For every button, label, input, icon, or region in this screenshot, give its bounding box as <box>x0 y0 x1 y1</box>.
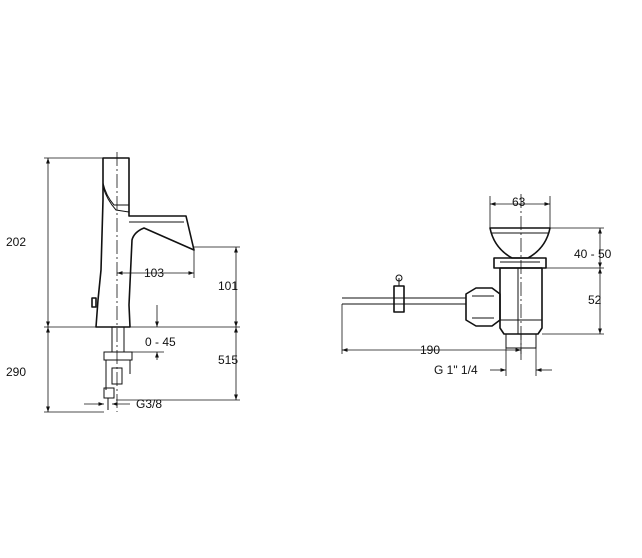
dim-body-height: 52 <box>588 293 602 307</box>
waste-side-nut <box>465 287 501 327</box>
dim-head-diameter: 63 <box>512 195 526 209</box>
waste-rod-clip <box>393 285 405 313</box>
dim-rod-length: 190 <box>420 343 440 357</box>
waste-collar <box>493 257 547 269</box>
waste-drawing: 63 40 - 50 52 190 G 1" 1/4 <box>341 194 612 377</box>
faucet-drawing: 202 290 103 101 515 0 - 45 G3/8 <box>6 152 240 413</box>
dim-pull-length: 515 <box>218 353 238 367</box>
dim-spout-height: 101 <box>218 279 238 293</box>
faucet-hose-fittings <box>103 360 131 410</box>
dim-under-height: 290 <box>6 365 26 379</box>
dim-faucet-thread: G3/8 <box>136 397 162 411</box>
faucet-pull-knob <box>91 297 97 308</box>
dim-total-height: 202 <box>6 235 26 249</box>
dim-waste-thread: G 1" 1/4 <box>434 363 478 377</box>
faucet-lever-seam <box>102 182 130 213</box>
dim-adjust-range: 40 - 50 <box>574 247 612 261</box>
faucet-body <box>95 157 195 328</box>
waste-body <box>499 267 543 335</box>
dim-rod-range: 0 - 45 <box>145 335 176 349</box>
faucet-shank <box>103 327 133 361</box>
dim-spout-reach: 103 <box>144 266 164 280</box>
